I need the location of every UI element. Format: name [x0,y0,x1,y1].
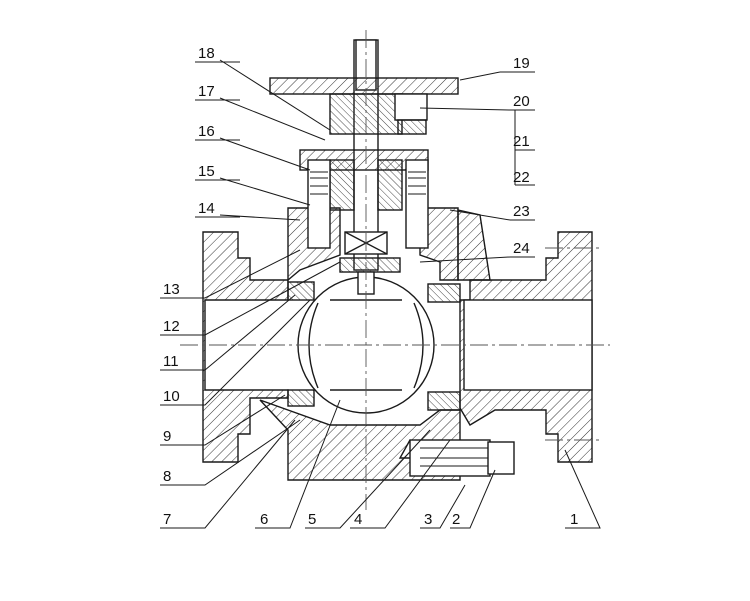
label-1: 1 [570,511,578,528]
label-6: 6 [260,511,268,528]
label-9: 9 [163,428,171,445]
label-20: 20 [513,93,530,110]
label-23: 23 [513,203,530,220]
right-seat [427,283,461,303]
gland-bolt-left [307,159,331,249]
top-plate [269,77,459,95]
label-12: 12 [163,318,180,335]
part-labels: 18 17 16 15 14 19 20 21 22 23 24 13 12 1… [163,45,578,528]
label-18: 18 [198,45,215,62]
label-8: 8 [163,468,171,485]
label-10: 10 [163,388,180,405]
gland-bolt-right [405,159,429,249]
label-15: 15 [198,163,215,180]
upper-body-right [419,207,459,281]
label-17: 17 [198,83,215,100]
label-13: 13 [163,281,180,298]
left-flange [202,231,289,463]
label-2: 2 [452,511,460,528]
label-11: 11 [163,353,179,370]
label-3: 3 [424,511,432,528]
label-24: 24 [513,240,530,257]
label-16: 16 [198,123,215,140]
label-19: 19 [513,55,530,72]
label-21: 21 [513,133,530,150]
label-5: 5 [308,511,316,528]
label-14: 14 [198,200,215,217]
label-4: 4 [354,511,362,528]
label-22: 22 [513,169,530,186]
label-7: 7 [163,511,171,528]
